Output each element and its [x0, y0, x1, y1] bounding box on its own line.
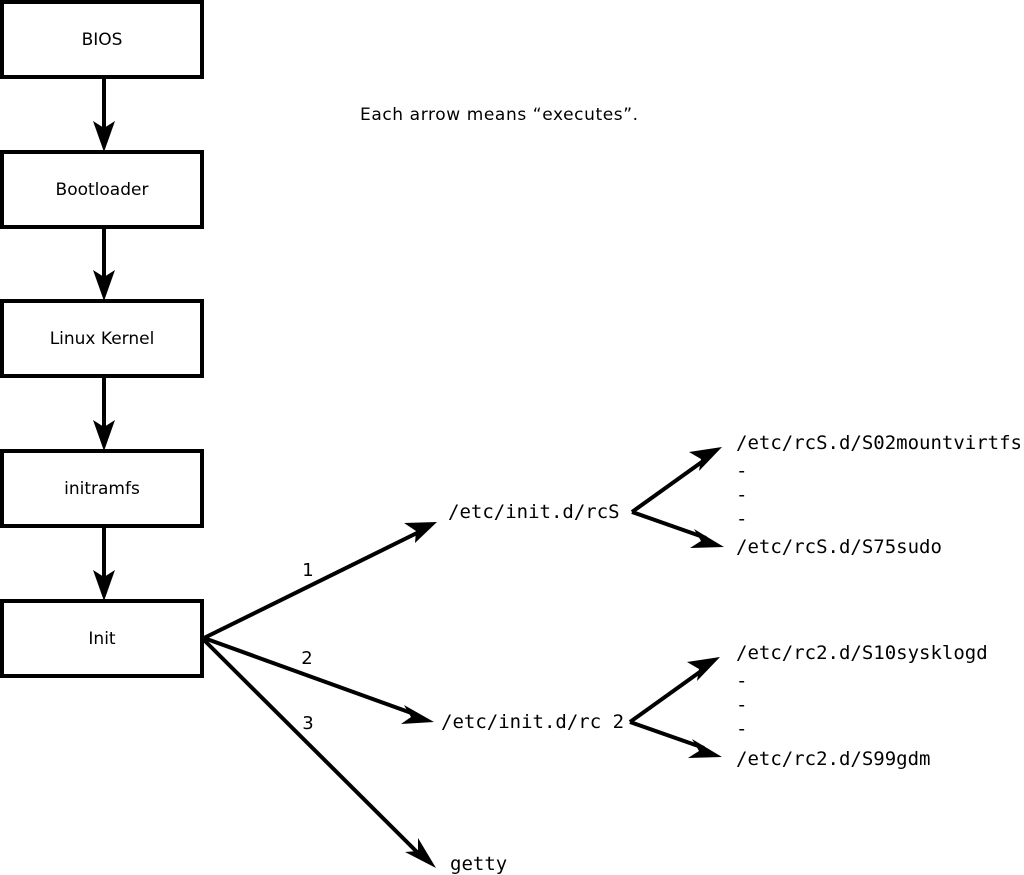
node-bootloader-label: Bootloader — [56, 180, 149, 200]
rcs-ellipsis-dash-1: - — [736, 460, 747, 482]
arrow-bios-to-bootloader — [93, 77, 115, 152]
node-init-rect[interactable] — [0, 599, 204, 678]
node-init-label: Init — [88, 629, 116, 649]
diagram-caption: Each arrow means “executes”. — [360, 105, 639, 125]
arrow-rc2-to-first — [628, 657, 720, 724]
node-linux-kernel-label: Linux Kernel — [50, 329, 155, 349]
rcs-ellipsis-dash-2: - — [736, 484, 747, 506]
node-bios-rect[interactable] — [0, 0, 204, 79]
edge-label-2: 2 — [301, 648, 312, 669]
arrow-init-to-rcs — [203, 522, 437, 640]
arrow-initramfs-to-init — [93, 526, 115, 601]
edge-label-1: 1 — [302, 560, 313, 581]
node-bootloader[interactable]: Bootloader — [0, 150, 204, 229]
rc2-ellipsis-dash-2: - — [736, 694, 747, 716]
arrow-rcs-to-first — [630, 447, 722, 514]
arrow-init-to-rc2 — [203, 636, 434, 724]
node-bios[interactable]: BIOS — [0, 0, 204, 79]
node-bios-label: BIOS — [82, 30, 123, 50]
node-initramfs[interactable]: initramfs — [0, 449, 204, 528]
label-getty[interactable]: getty — [450, 853, 507, 875]
label-rc2-last-script[interactable]: /etc/rc2.d/S99gdm — [736, 748, 930, 770]
label-rc2-first-script[interactable]: /etc/rc2.d/S10sysklogd — [736, 642, 988, 664]
arrow-kernel-to-initramfs — [93, 376, 115, 451]
node-init[interactable]: Init — [0, 599, 204, 678]
label-rcs-first-script[interactable]: /etc/rcS.d/S02mountvirtfs — [736, 432, 1022, 454]
node-initramfs-rect[interactable] — [0, 449, 204, 528]
arrow-bootloader-to-kernel — [93, 227, 115, 301]
arrow-rcs-to-last — [631, 510, 724, 548]
arrow-init-to-getty — [202, 638, 436, 868]
rcs-ellipsis-dash-3: - — [736, 508, 747, 530]
node-initramfs-label: initramfs — [64, 479, 140, 499]
label-rc2-script[interactable]: /etc/init.d/rc 2 — [441, 711, 624, 733]
label-rcs-script[interactable]: /etc/init.d/rcS — [448, 501, 620, 523]
label-rcs-last-script[interactable]: /etc/rcS.d/S75sudo — [736, 536, 942, 558]
rc2-ellipsis-dash-3: - — [736, 718, 747, 740]
node-linux-kernel[interactable]: Linux Kernel — [0, 299, 204, 378]
arrow-rc2-to-last — [629, 720, 722, 758]
rc2-ellipsis-dash-1: - — [736, 670, 747, 692]
edge-label-3: 3 — [302, 713, 313, 734]
